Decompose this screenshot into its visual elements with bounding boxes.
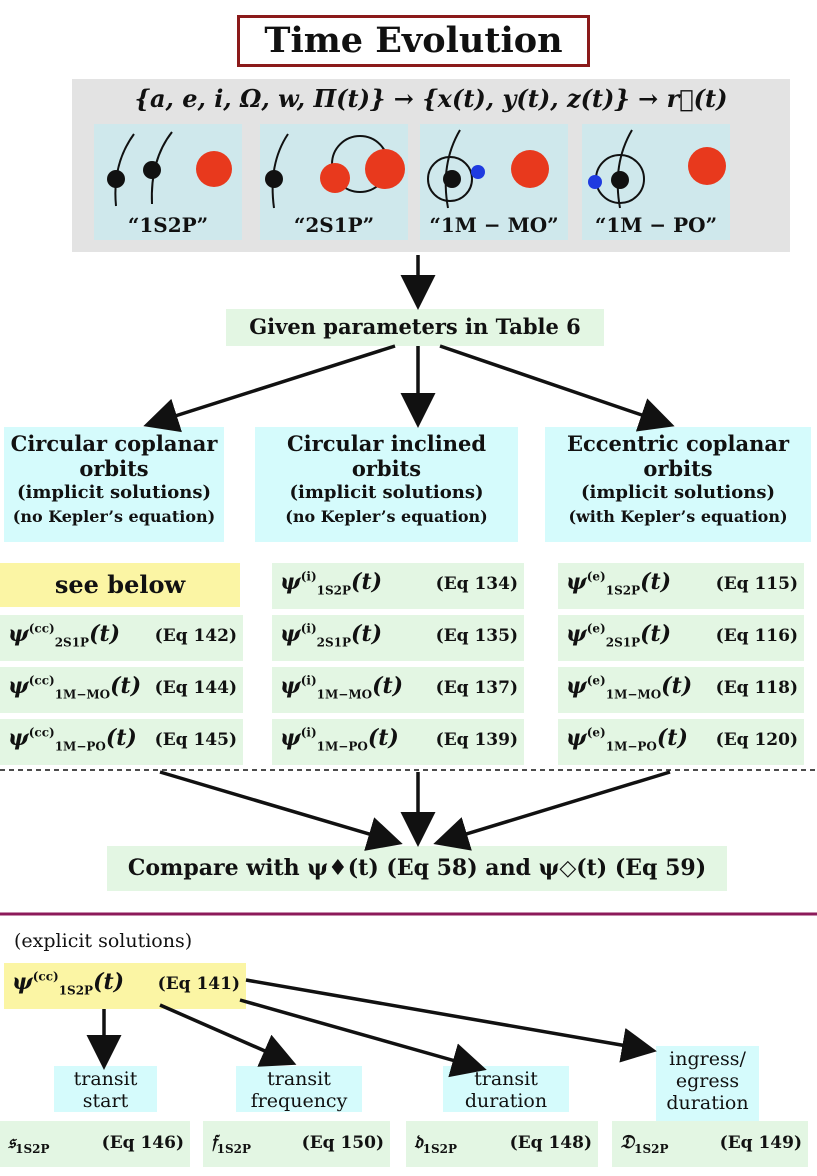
category-line2: orbits — [643, 456, 713, 481]
category-line4: (no Kepler’s equation) — [285, 507, 488, 526]
eq-ref: (Eq 120) — [715, 730, 798, 750]
category-line1: Circular inclined — [286, 431, 487, 456]
eq-ref: (Eq 141) — [157, 974, 240, 994]
arrow-given-to-cc — [143, 344, 396, 433]
eq-e-1m-po: ψ(e)1M−PO(t) (Eq 120) — [558, 719, 804, 765]
eq-symbol: ψ(i)1M−MO(t) — [280, 673, 404, 702]
see-below-box: see below — [0, 563, 240, 607]
eq-ref: (Eq 148) — [509, 1133, 592, 1153]
category-line4: (no Kepler’s equation) — [12, 507, 216, 526]
category-circular-coplanar: Circular coplanar orbits (implicit solut… — [4, 427, 224, 542]
eq-ref: (Eq 142) — [154, 626, 237, 646]
eq-symbol: ψ(i)1M−PO(t) — [280, 725, 399, 754]
category-line2: orbits — [79, 456, 149, 481]
eq-symbol: 𝔇1S2P — [620, 1131, 669, 1156]
category-circular-inclined: Circular inclined orbits (implicit solut… — [255, 427, 518, 542]
config-panel-1s2p: “1S2P” — [94, 124, 242, 240]
config-panel-1m-mo: “1M − MO” — [420, 124, 568, 240]
eq-e-2s1p: ψ(e)2S1P(t) (Eq 116) — [558, 615, 804, 661]
config-1m-po-icon — [588, 129, 726, 209]
compare-box: Compare with ψ♦(t) (Eq 58) and ψ◇(t) (Eq… — [107, 846, 727, 891]
eq-ref: (Eq 149) — [719, 1133, 802, 1153]
config-1m-mo-icon — [427, 129, 549, 209]
eq-i-2s1p: ψ(i)2S1P(t) (Eq 135) — [272, 615, 524, 661]
category-line1: Eccentric coplanar — [566, 431, 790, 456]
eq-ref: (Eq 116) — [715, 626, 798, 646]
eq-symbol: ψ(cc)1M−MO(t) — [8, 673, 142, 702]
config-label: “1S2P” — [127, 213, 209, 237]
eq-symbol: 𝔣1S2P — [211, 1131, 252, 1156]
task-transit-start: transit start — [54, 1066, 157, 1112]
category-line3: (implicit solutions) — [16, 482, 211, 503]
eq-cc-1m-mo: ψ(cc)1M−MO(t) (Eq 144) — [0, 667, 243, 713]
category-line3: (implicit solutions) — [580, 482, 775, 503]
eq-e-1s2p: ψ(e)1S2P(t) (Eq 115) — [558, 563, 804, 609]
arrow-cc-to-compare — [159, 770, 403, 851]
category-eccentric-coplanar: Eccentric coplanar orbits (implicit solu… — [545, 427, 811, 542]
eq-symbol: ψ(e)2S1P(t) — [566, 621, 672, 650]
eq-ref: (Eq 144) — [154, 678, 237, 698]
eq-symbol: ψ(e)1M−MO(t) — [566, 673, 693, 702]
category-line2: orbits — [351, 456, 422, 481]
eq-transit-duration: 𝔡1S2P (Eq 148) — [406, 1121, 598, 1167]
eq-symbol: ψ(cc)2S1P(t) — [8, 621, 121, 650]
eq-symbol: ψ(cc)1S2P(t) — [12, 969, 125, 998]
eq-ref: (Eq 145) — [154, 730, 237, 750]
eq-ingress-egress-duration: 𝔇1S2P (Eq 149) — [612, 1121, 808, 1167]
category-line3: (implicit solutions) — [289, 482, 484, 503]
eq-ref: (Eq 115) — [715, 574, 798, 594]
eq-symbol: ψ(cc)1M−PO(t) — [8, 725, 137, 754]
config-panel-1m-po: “1M − PO” — [582, 124, 730, 240]
arrow-to-transit-frequency — [159, 1003, 297, 1067]
task-ingress-egress-duration: ingress/ egress duration — [656, 1046, 759, 1122]
eq-symbol: ψ(i)1S2P(t) — [280, 569, 383, 598]
config-label: “2S1P” — [293, 213, 375, 237]
category-line4: (with Kepler’s equation) — [568, 507, 788, 526]
eq-cc-2s1p: ψ(cc)2S1P(t) (Eq 142) — [0, 615, 243, 661]
eq-cc-1s2p-explicit: ψ(cc)1S2P(t) (Eq 141) — [4, 963, 246, 1009]
arrow-e-to-compare — [433, 770, 671, 851]
eq-i-1m-mo: ψ(i)1M−MO(t) (Eq 137) — [272, 667, 524, 713]
eq-ref: (Eq 150) — [301, 1133, 384, 1153]
eq-ref: (Eq 134) — [435, 574, 518, 594]
config-panel-2s1p: “2S1P” — [260, 124, 408, 240]
eq-i-1m-po: ψ(i)1M−PO(t) (Eq 139) — [272, 719, 524, 765]
config-label: “1M − PO” — [594, 213, 718, 237]
eq-cc-1m-po: ψ(cc)1M−PO(t) (Eq 145) — [0, 719, 243, 765]
eq-symbol: 𝔡1S2P — [414, 1131, 458, 1156]
eq-ref: (Eq 139) — [435, 730, 518, 750]
coordinate-formula: {a, e, i, Ω, w, Π(t)} → {x(t), y(t), z(t… — [134, 84, 728, 113]
given-parameters-box: Given parameters in Table 6 — [226, 309, 604, 346]
eq-e-1m-mo: ψ(e)1M−MO(t) (Eq 118) — [558, 667, 804, 713]
config-label: “1M − MO” — [429, 213, 559, 237]
config-1s2p-icon — [107, 131, 232, 207]
eq-transit-frequency: 𝔣1S2P (Eq 150) — [203, 1121, 390, 1167]
config-2s1p-icon — [265, 133, 405, 209]
eq-ref: (Eq 135) — [435, 626, 518, 646]
eq-ref: (Eq 137) — [435, 678, 518, 698]
eq-ref: (Eq 146) — [101, 1133, 184, 1153]
eq-transit-start: 𝔰1S2P (Eq 146) — [0, 1121, 190, 1167]
eq-symbol: 𝔰1S2P — [8, 1131, 50, 1156]
eq-symbol: ψ(e)1M−PO(t) — [566, 725, 688, 754]
eq-symbol: ψ(e)1S2P(t) — [566, 569, 672, 598]
task-transit-frequency: transit frequency — [236, 1066, 362, 1112]
arrow-to-ingress-egress — [245, 978, 657, 1063]
arrow-given-to-e — [439, 344, 675, 432]
eq-symbol: ψ(i)2S1P(t) — [280, 621, 383, 650]
eq-ref: (Eq 118) — [715, 678, 798, 698]
category-line1: Circular coplanar — [10, 431, 218, 456]
arrow-to-transit-duration — [239, 998, 487, 1078]
explicit-solutions-label: (explicit solutions) — [14, 930, 193, 952]
diagram-title: Time Evolution — [237, 15, 590, 67]
eq-i-1s2p: ψ(i)1S2P(t) (Eq 134) — [272, 563, 524, 609]
